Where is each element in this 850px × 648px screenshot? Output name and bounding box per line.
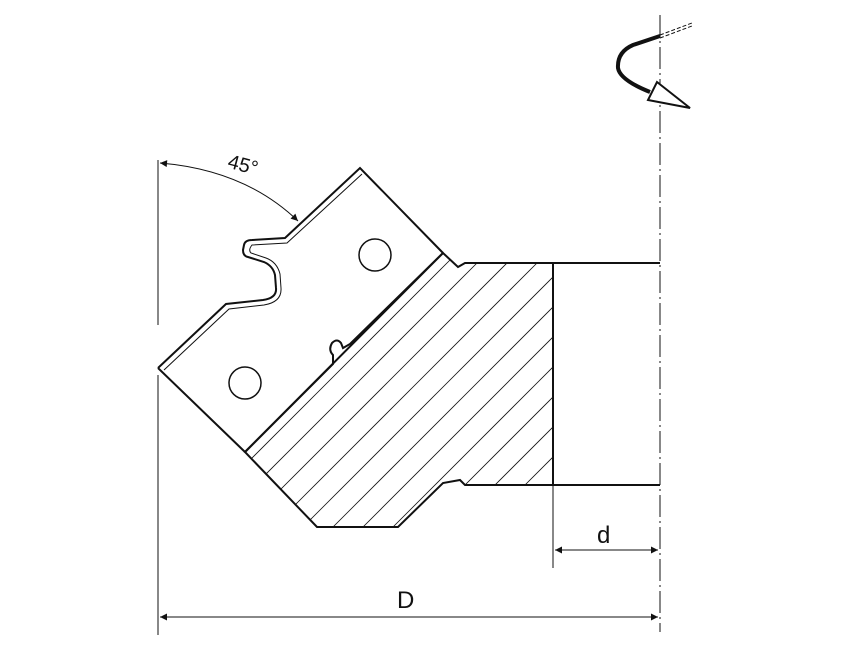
hatch-line bbox=[409, 253, 553, 527]
hub-section-outline bbox=[243, 251, 554, 528]
hatch-line bbox=[259, 253, 553, 527]
hatch-line bbox=[680, 0, 850, 600]
mounting-hole-top bbox=[358, 238, 392, 272]
knife-blade bbox=[157, 166, 444, 453]
large-diameter-label: D bbox=[397, 587, 414, 614]
hatch-line bbox=[245, 253, 553, 527]
rotation-direction-arrow-icon bbox=[615, 22, 693, 109]
angle-dimension-arc bbox=[159, 160, 299, 222]
extension-lines bbox=[157, 160, 554, 635]
hatch-line bbox=[245, 253, 553, 527]
hatch-line bbox=[379, 253, 553, 527]
hatch-line bbox=[289, 253, 553, 527]
hatch-line bbox=[529, 253, 553, 527]
hatch-line bbox=[245, 253, 501, 527]
angle-label: 45° bbox=[225, 151, 260, 180]
hatch-line bbox=[349, 253, 553, 527]
hatch-line bbox=[245, 253, 553, 527]
hub-body bbox=[553, 262, 660, 486]
hatch-line bbox=[245, 253, 553, 527]
hatched-section bbox=[245, 0, 850, 600]
blade-edge-line bbox=[163, 173, 363, 371]
small-diameter-label: d bbox=[597, 522, 610, 549]
hatch-line bbox=[319, 253, 553, 527]
hatch-line bbox=[560, 0, 850, 600]
hatch-line bbox=[590, 0, 850, 600]
hatch-line bbox=[245, 253, 553, 527]
mounting-hole-bottom bbox=[228, 366, 262, 400]
hatch-line bbox=[245, 253, 553, 527]
hatch-line bbox=[650, 0, 850, 600]
